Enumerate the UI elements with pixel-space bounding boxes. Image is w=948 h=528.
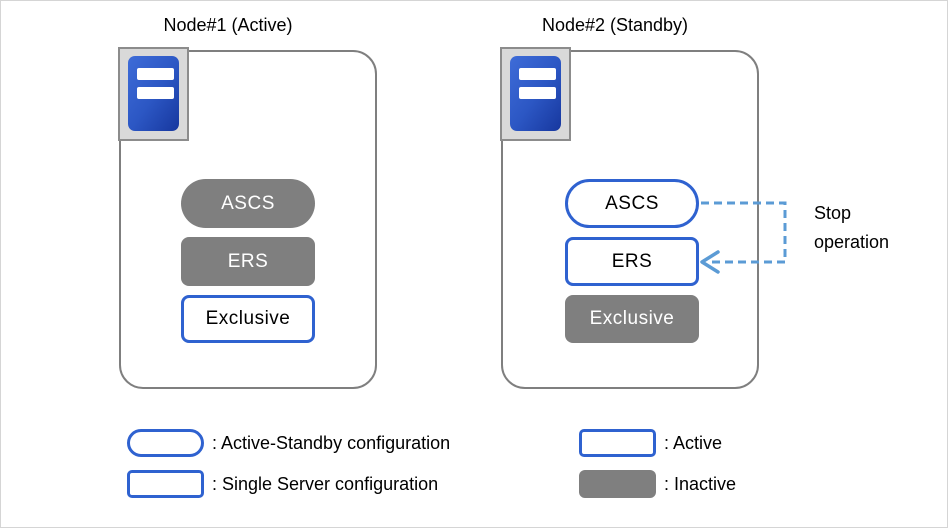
legend-label: : Inactive — [664, 473, 737, 494]
server-slot — [519, 87, 556, 99]
legend-item-active: : Active — [579, 429, 722, 457]
node2-ers-shape: ERS — [565, 237, 699, 286]
legend-label: : Single Server configuration — [212, 473, 439, 494]
node1-title: Node#1 (Active) — [163, 15, 293, 35]
legend-rect-active-shape — [579, 429, 656, 457]
server-slot — [519, 68, 556, 80]
server-body — [128, 56, 179, 131]
node1-exclusive-shape: Exclusive — [181, 295, 315, 343]
legend-rect-single-server-shape — [127, 470, 204, 498]
node2-title: Node#2 (Standby) — [541, 15, 689, 35]
legend-label: : Active-Standby configuration — [212, 432, 451, 453]
node2-server-icon — [500, 47, 571, 141]
legend-rect-inactive-shape — [579, 470, 656, 498]
legend-item-inactive: : Inactive — [579, 470, 736, 498]
node1-server-icon — [118, 47, 189, 141]
server-slot — [137, 87, 174, 99]
node2-ascs-shape: ASCS — [565, 179, 699, 228]
legend-pill-active-standby-shape — [127, 429, 204, 457]
legend-item-single-server: : Single Server configuration — [127, 470, 438, 498]
node2-exclusive-shape: Exclusive — [565, 295, 699, 343]
stop-operation-label: Stop operation — [814, 203, 890, 252]
legend-label: : Active — [664, 432, 723, 453]
node1-ers-shape: ERS — [181, 237, 315, 286]
server-slot — [137, 68, 174, 80]
server-body — [510, 56, 561, 131]
legend-item-active-standby: : Active-Standby configuration — [127, 429, 450, 457]
node1-ascs-shape: ASCS — [181, 179, 315, 228]
